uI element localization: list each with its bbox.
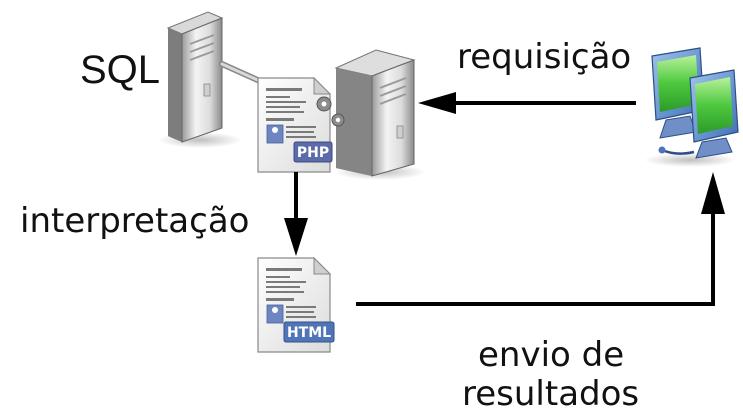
request-label: requisição [457, 37, 632, 77]
interpretation-label: interpretação [20, 201, 250, 241]
request-arrow [418, 92, 636, 114]
database-server-icon [158, 11, 242, 148]
interpretation-arrow [284, 172, 308, 256]
php-document-icon: PHP [257, 76, 345, 173]
php-badge: PHP [297, 145, 329, 161]
sql-connection-link [219, 61, 265, 85]
web-server-icon [334, 49, 426, 180]
client-computers-icon [644, 47, 739, 167]
sql-label: SQL [80, 48, 161, 92]
html-document-icon: HTML [257, 256, 335, 353]
send-results-label-line2: resultados [462, 374, 640, 414]
html-badge: HTML [287, 325, 331, 341]
results-arrow [356, 172, 725, 306]
send-results-label-line1: envio de [478, 335, 625, 375]
